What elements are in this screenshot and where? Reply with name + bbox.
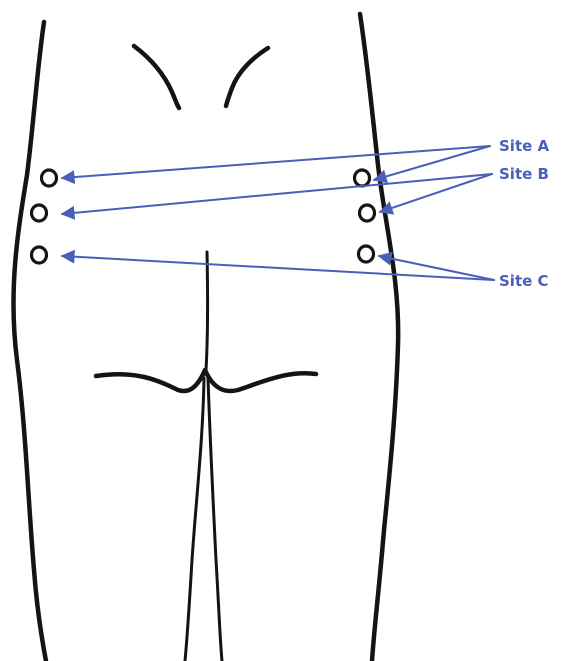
site-c-pointer-left [62, 256, 494, 280]
right-site-c-marker [359, 246, 374, 262]
site-a-pointer-left [62, 146, 490, 178]
site-b-label: Site B [499, 165, 549, 183]
right-shoulder-blade [226, 48, 268, 106]
annotation-pointers [62, 146, 494, 280]
site-markers [32, 170, 375, 263]
right-site-b-marker [360, 205, 375, 221]
body-outline [13, 14, 398, 661]
site-labels: Site A Site B Site C [499, 137, 550, 290]
left-site-a-marker [42, 170, 57, 186]
spine-line [206, 252, 208, 370]
site-a-label: Site A [499, 137, 550, 155]
left-body-contour [13, 22, 46, 661]
gluteal-crease [96, 370, 316, 391]
right-inner-leg [208, 378, 222, 661]
left-site-b-marker [32, 205, 47, 221]
left-inner-leg [185, 378, 204, 661]
left-site-c-marker [32, 247, 47, 263]
right-site-a-marker [355, 170, 370, 186]
left-shoulder-blade [134, 46, 179, 108]
site-b-pointer-left [62, 174, 492, 214]
right-body-contour [360, 14, 398, 661]
site-c-label: Site C [499, 272, 549, 290]
